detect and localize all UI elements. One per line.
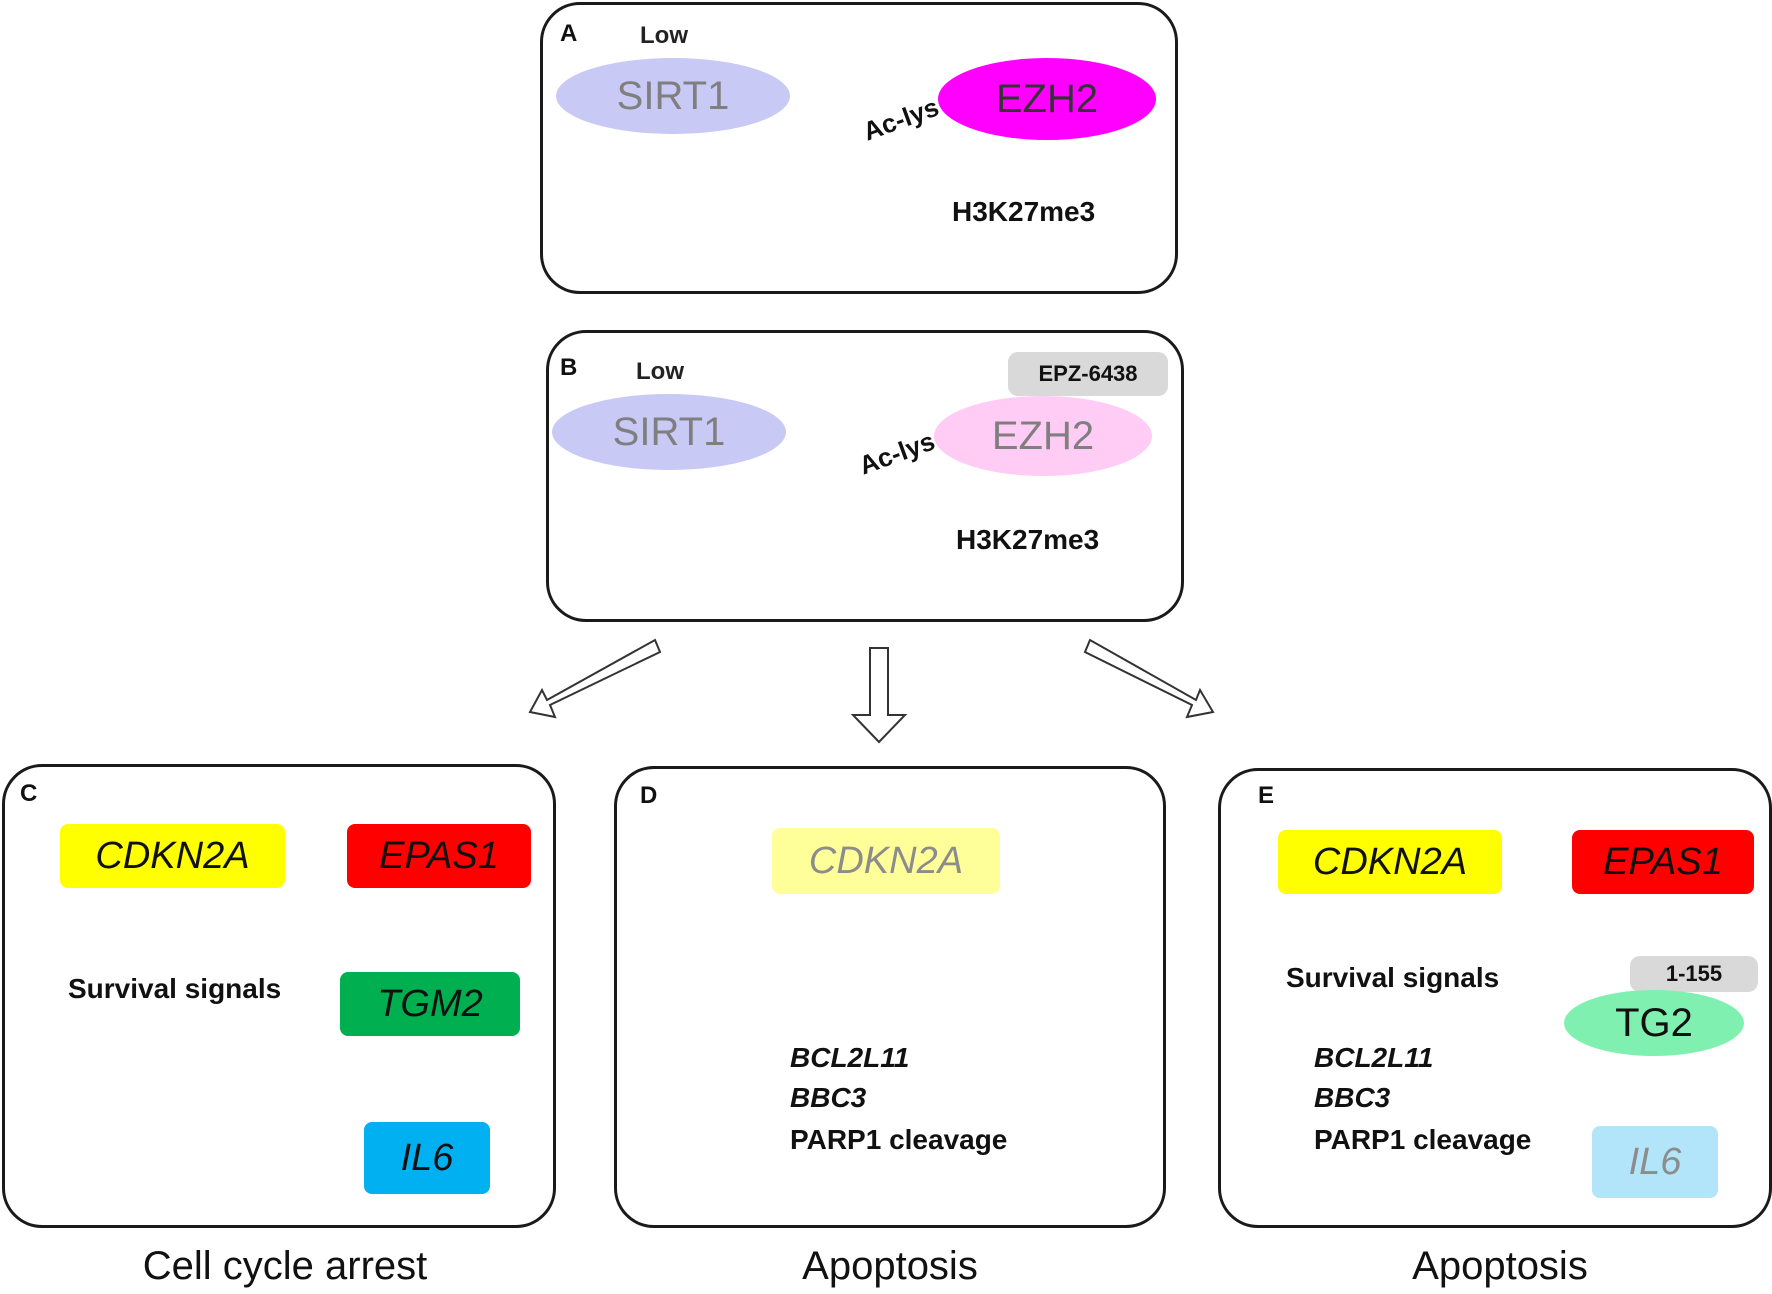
panel-d-cdkn2a: CDKN2A (772, 828, 1000, 894)
panel-a-sirt1: SIRT1 (556, 58, 790, 134)
panel-d-letter: D (640, 782, 658, 809)
panel-e-parp1: PARP1 cleavage (1314, 1124, 1532, 1155)
panel-c-survival: Survival signals (68, 973, 282, 1004)
panel-e-tag: 1-155 (1630, 956, 1758, 992)
panel-e-letter: E (1258, 782, 1275, 809)
branch-arrow-right (1083, 638, 1215, 719)
panel-d-outcome: Apoptosis (802, 1244, 978, 1288)
panel-a (540, 2, 1178, 294)
panel-b-low-label: Low (636, 358, 684, 385)
panel-e-epas1: EPAS1 (1572, 830, 1754, 894)
panel-a-h3k27me3: H3K27me3 (952, 196, 1096, 227)
panel-d-bcl2l11: BCL2L11 (790, 1042, 910, 1073)
panel-e-tg2: TG2 (1564, 990, 1744, 1056)
branch-arrow-middle (850, 647, 908, 744)
panel-a-low-label: Low (640, 22, 688, 49)
panel-e-bcl2l11: BCL2L11 (1314, 1042, 1434, 1073)
panel-e-cdkn2a: CDKN2A (1278, 830, 1502, 894)
panel-e-outcome: Apoptosis (1412, 1244, 1588, 1288)
panel-c-il6: IL6 (364, 1122, 490, 1194)
panel-e-il6: IL6 (1592, 1126, 1718, 1198)
panel-c-cdkn2a: CDKN2A (60, 824, 285, 888)
panel-e-survival: Survival signals (1286, 962, 1500, 993)
branch-arrow-left (528, 638, 662, 719)
panel-a-letter: A (560, 20, 578, 47)
panel-e-bbc3: BBC3 (1314, 1082, 1391, 1113)
panel-b-h3k27me3: H3K27me3 (956, 524, 1100, 555)
panel-d-bbc3: BBC3 (790, 1082, 867, 1113)
panel-b-sirt1: SIRT1 (552, 394, 786, 470)
panel-b-letter: B (560, 354, 578, 381)
panel-c-letter: C (20, 780, 38, 807)
panel-c-epas1: EPAS1 (347, 824, 531, 888)
panel-b-ezh2: EZH2 (934, 396, 1152, 476)
panel-d-parp1: PARP1 cleavage (790, 1124, 1008, 1155)
panel-c-tgm2: TGM2 (340, 972, 520, 1036)
panel-c-outcome: Cell cycle arrest (142, 1244, 428, 1288)
panel-b-inhibitor-tag: EPZ-6438 (1008, 352, 1168, 396)
panel-a-ezh2: EZH2 (938, 58, 1156, 140)
